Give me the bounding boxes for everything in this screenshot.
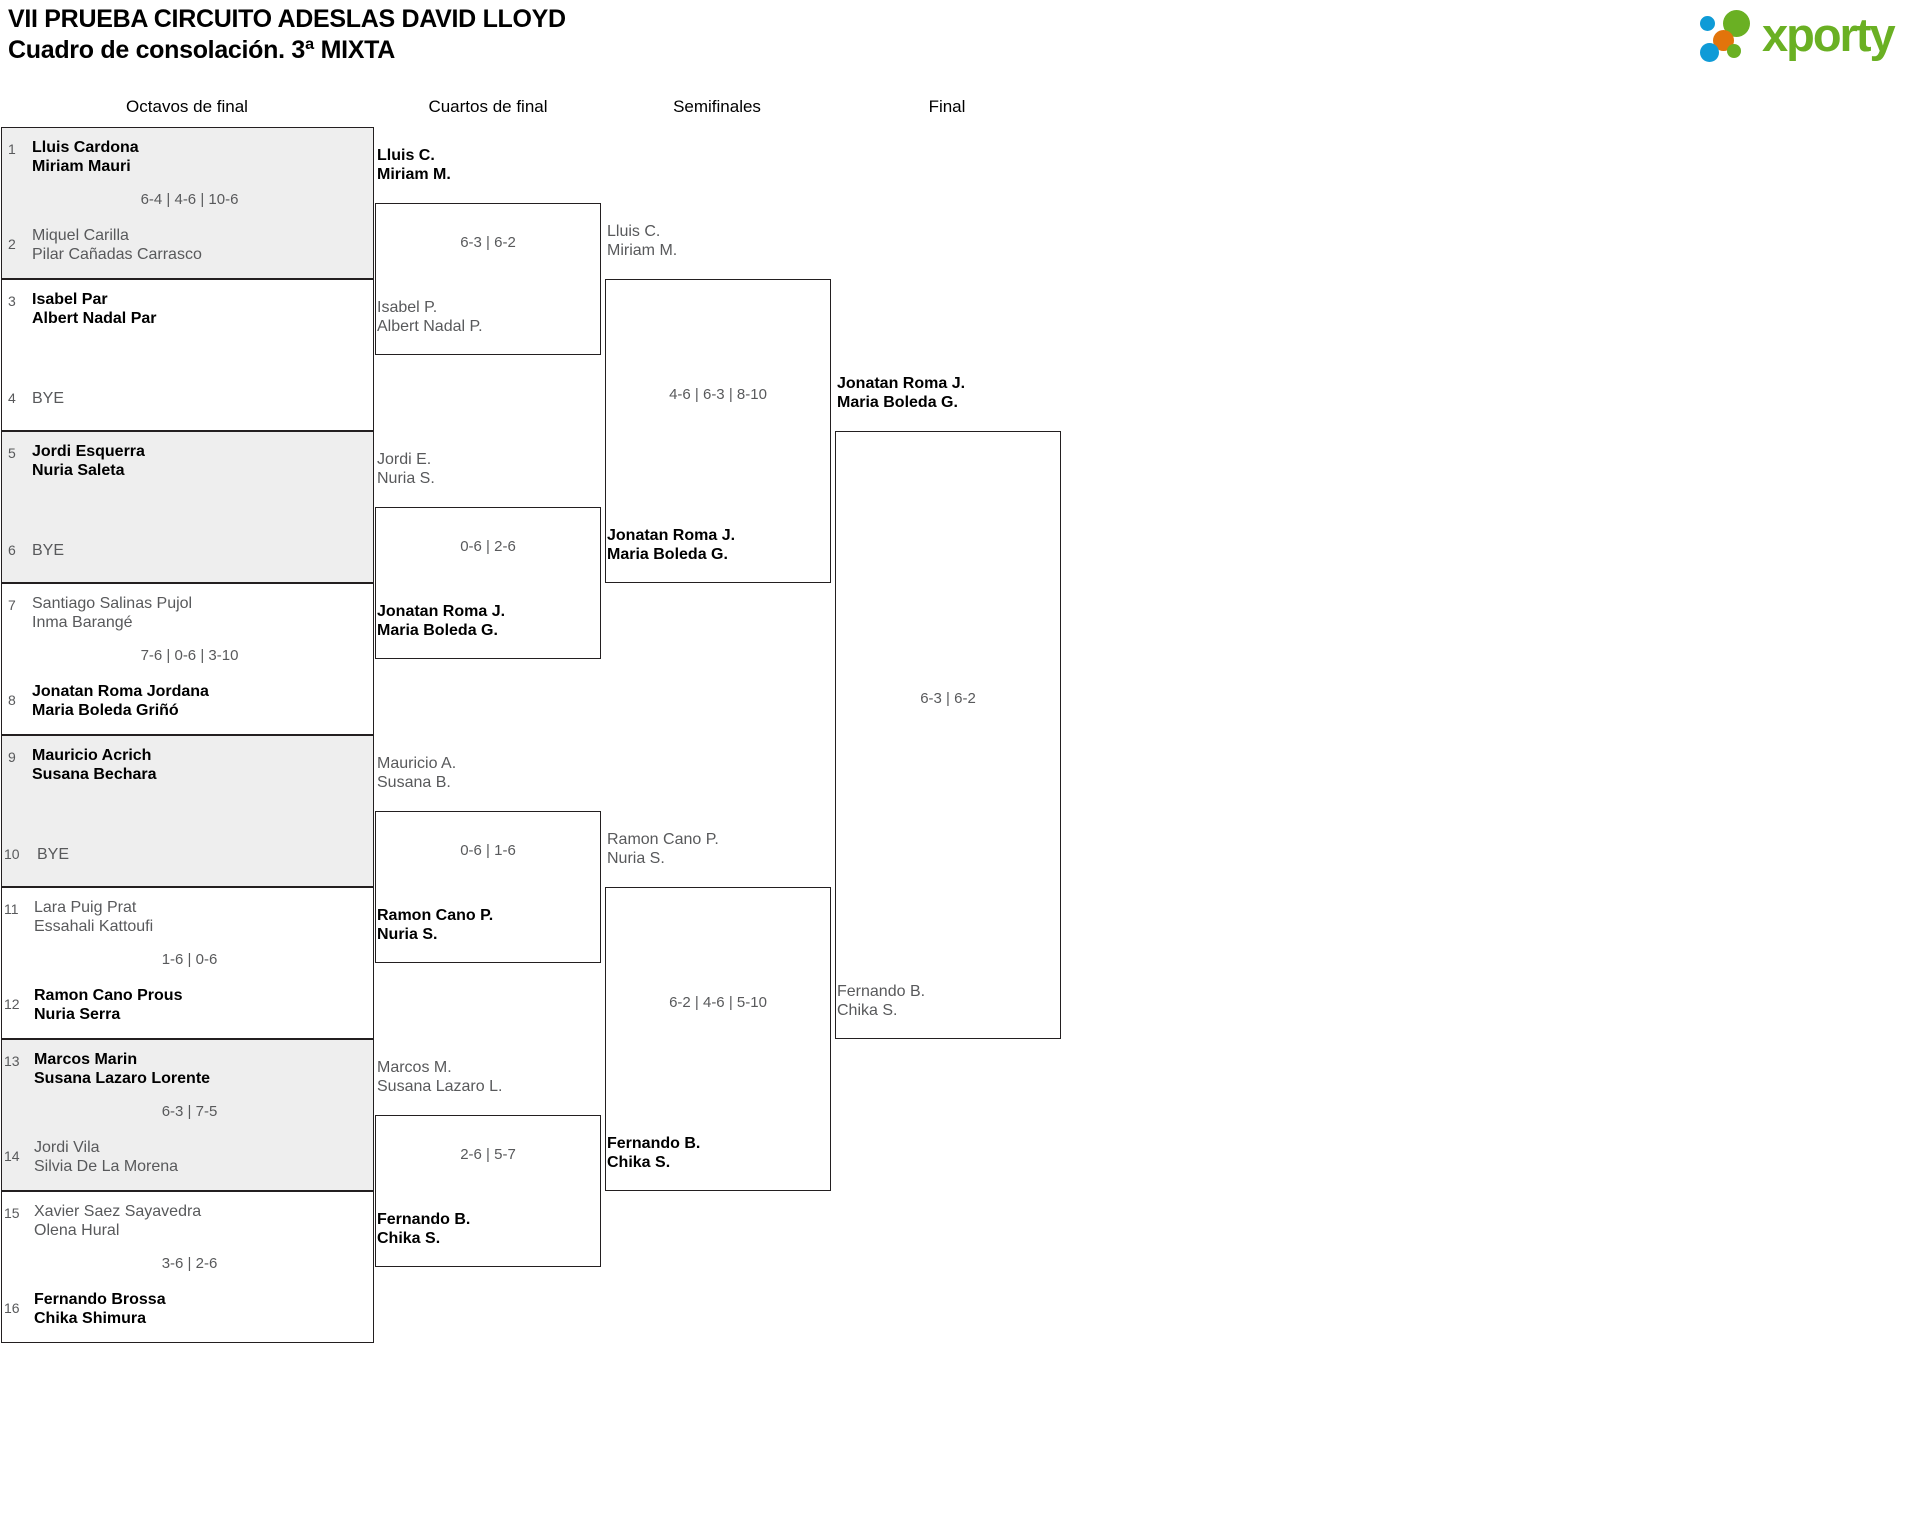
advancing-team: Ramon Cano P. Nuria S. xyxy=(377,907,494,943)
seed-number: 14 xyxy=(4,1148,20,1164)
match-score: 6-2 | 4-6 | 5-10 xyxy=(669,994,767,1011)
match-row[interactable]: 9 Mauricio Acrich Susana Bechara 10 BYE xyxy=(1,735,374,887)
match-row[interactable]: 11 Lara Puig Prat Essahali Kattoufi 1-6 … xyxy=(1,887,374,1039)
match-box[interactable] xyxy=(605,279,831,583)
team-name: Mauricio Acrich Susana Bechara xyxy=(32,747,157,783)
xporty-logo[interactable]: xporty xyxy=(1700,6,1912,64)
tournament-subtitle: Cuadro de consolación. 3ª MIXTA xyxy=(8,36,396,64)
team-name: Ramon Cano Prous Nuria Serra xyxy=(34,987,183,1023)
seed-number: 9 xyxy=(8,749,16,765)
advancing-team: Fernando B. Chika S. xyxy=(377,1211,471,1247)
logo-dot-blue-top xyxy=(1700,16,1715,31)
round-header-octavos: Octavos de final xyxy=(126,97,248,116)
match-score: 7-6 | 0-6 | 3-10 xyxy=(140,647,239,664)
logo-dots-icon xyxy=(1700,10,1762,62)
team-name: Miquel Carilla Pilar Cañadas Carrasco xyxy=(32,227,202,263)
match-score: 1-6 | 0-6 xyxy=(161,951,218,968)
match-row[interactable]: 7 Santiago Salinas Pujol Inma Barangé 7-… xyxy=(1,583,374,735)
page-header: VII PRUEBA CIRCUITO ADESLAS DAVID LLOYD … xyxy=(0,0,1920,80)
seed-number: 11 xyxy=(4,901,19,917)
logo-dot-blue-bottom xyxy=(1700,43,1719,62)
team-name: Fernando Brossa Chika Shimura xyxy=(34,1291,166,1327)
round-header-cuartos: Cuartos de final xyxy=(428,97,548,116)
team-name: Marcos Marin Susana Lazaro Lorente xyxy=(34,1051,211,1087)
seed-number: 3 xyxy=(8,293,16,309)
match-box[interactable] xyxy=(375,1115,601,1267)
match-score: 6-4 | 4-6 | 10-6 xyxy=(140,191,239,208)
seed-number: 13 xyxy=(4,1053,20,1069)
match-box[interactable] xyxy=(835,431,1061,1039)
title-block: VII PRUEBA CIRCUITO ADESLAS DAVID LLOYD … xyxy=(8,4,566,66)
advancing-team: Lluis C. Miriam M. xyxy=(377,147,451,183)
match-box[interactable] xyxy=(375,811,601,963)
logo-dot-green-small xyxy=(1727,44,1741,58)
round-header-semifinales: Semifinales xyxy=(673,97,761,116)
seed-number: 1 xyxy=(8,141,16,157)
team-name: Jonatan Roma Jordana Maria Boleda Griñó xyxy=(32,683,209,719)
match-score: 2-6 | 5-7 xyxy=(460,1146,516,1163)
match-row[interactable]: 1 Lluis Cardona Miriam Mauri 6-4 | 4-6 |… xyxy=(1,127,374,279)
logo-wordmark: xporty xyxy=(1762,8,1896,61)
seed-number: 4 xyxy=(8,390,16,406)
match-row[interactable]: 5 Jordi Esquerra Nuria Saleta 6 BYE xyxy=(1,431,374,583)
team-name: Lara Puig Prat Essahali Kattoufi xyxy=(34,899,154,935)
match-box[interactable] xyxy=(375,203,601,355)
advancing-team: Jonatan Roma J. Maria Boleda G. xyxy=(837,375,966,411)
advancing-team: Jonatan Roma J. Maria Boleda G. xyxy=(377,603,506,639)
team-name: Isabel Par Albert Nadal Par xyxy=(32,291,157,327)
match-row[interactable]: 15 Xavier Saez Sayavedra Olena Hural 3-6… xyxy=(1,1191,374,1343)
advancing-team: Isabel P. Albert Nadal P. xyxy=(377,299,483,335)
advancing-team: Jonatan Roma J. Maria Boleda G. xyxy=(607,527,736,563)
advancing-team: Jordi E. Nuria S. xyxy=(377,451,435,487)
seed-number: 5 xyxy=(8,445,16,461)
seed-number: 15 xyxy=(4,1205,20,1221)
seed-number: 10 xyxy=(4,846,20,862)
team-name: Jordi Vila Silvia De La Morena xyxy=(34,1139,179,1175)
advancing-team: Mauricio A. Susana B. xyxy=(377,755,457,791)
match-box[interactable] xyxy=(375,507,601,659)
seed-number: 16 xyxy=(4,1300,20,1316)
advancing-team: Ramon Cano P. Nuria S. xyxy=(607,831,719,867)
match-row[interactable]: 3 Isabel Par Albert Nadal Par 4 BYE xyxy=(1,279,374,431)
match-row[interactable]: 13 Marcos Marin Susana Lazaro Lorente 6-… xyxy=(1,1039,374,1191)
tournament-title: VII PRUEBA CIRCUITO ADESLAS DAVID LLOYD xyxy=(8,5,566,33)
advancing-team: Marcos M. Susana Lazaro L. xyxy=(377,1059,503,1095)
team-name: BYE xyxy=(37,846,70,863)
seed-number: 12 xyxy=(4,996,20,1012)
round-header-final: Final xyxy=(928,97,966,116)
advancing-team: Fernando B. Chika S. xyxy=(837,983,926,1019)
match-box[interactable] xyxy=(605,887,831,1191)
seed-number: 8 xyxy=(8,692,16,708)
seed-number: 2 xyxy=(8,236,16,252)
match-score: 3-6 | 2-6 xyxy=(161,1255,218,1272)
advancing-team: Lluis C. Miriam M. xyxy=(607,223,678,259)
team-name: Xavier Saez Sayavedra Olena Hural xyxy=(34,1203,202,1239)
match-score: 6-3 | 7-5 xyxy=(161,1103,218,1120)
match-score: 0-6 | 1-6 xyxy=(460,842,516,859)
seed-number: 6 xyxy=(8,542,16,558)
team-name: Santiago Salinas Pujol Inma Barangé xyxy=(32,595,193,631)
match-score: 0-6 | 2-6 xyxy=(460,538,516,555)
team-name: BYE xyxy=(32,542,65,559)
match-score: 4-6 | 6-3 | 8-10 xyxy=(669,386,767,403)
seed-number: 7 xyxy=(8,597,16,613)
team-name: BYE xyxy=(32,390,65,407)
match-score: 6-3 | 6-2 xyxy=(920,690,976,707)
team-name: Lluis Cardona Miriam Mauri xyxy=(32,139,139,175)
advancing-team: Fernando B. Chika S. xyxy=(607,1135,701,1171)
match-score: 6-3 | 6-2 xyxy=(460,234,516,251)
team-name: Jordi Esquerra Nuria Saleta xyxy=(32,443,145,479)
